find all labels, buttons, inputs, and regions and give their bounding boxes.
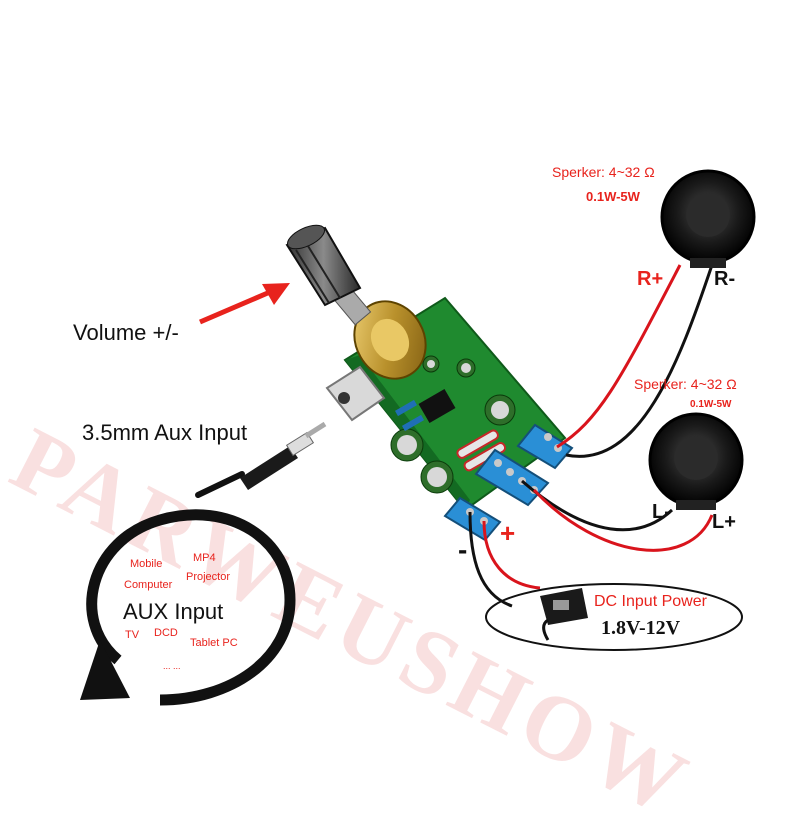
speaker-left-spec: Sperker: 4~32 Ω	[634, 376, 737, 392]
speaker-right-spec: Sperker: 4~32 Ω	[552, 164, 655, 180]
dc-voltage-label: 1.8V-12V	[601, 617, 681, 639]
power-minus-label: -	[458, 534, 468, 565]
aux-source-mobile: Mobile	[130, 558, 163, 570]
dc-power-group	[485, 583, 743, 651]
aux-cable-plug	[195, 421, 327, 498]
speaker-right-power: 0.1W-5W	[586, 189, 640, 204]
aux-circle-arrow	[80, 509, 296, 706]
aux-source-dcd: DCD	[154, 627, 178, 639]
power-plus-label: +	[500, 518, 516, 548]
speaker-left	[648, 412, 744, 510]
aux-input-title: AUX Input	[123, 599, 224, 624]
aux-source-tv: TV	[125, 629, 140, 641]
volume-arrow	[199, 283, 290, 325]
speaker-left-power: 0.1W-5W	[690, 399, 732, 410]
aux-source-projector: Projector	[186, 571, 231, 583]
speaker-right	[660, 169, 756, 268]
r-plus-label: R+	[637, 268, 664, 290]
aux-source-tablet: Tablet PC	[190, 637, 238, 649]
l-plus-label: L+	[712, 511, 736, 533]
aux-source-more: ... ...	[163, 661, 181, 671]
aux-source-computer: Computer	[124, 579, 173, 591]
l-minus-label: L-	[652, 501, 671, 523]
volume-label: Volume +/-	[73, 320, 179, 345]
r-minus-label: R-	[714, 268, 736, 290]
dc-input-label: DC Input Power	[594, 593, 707, 610]
volume-potentiometer	[328, 280, 427, 380]
volume-knob	[285, 224, 362, 307]
diagram-canvas	[80, 169, 756, 706]
aux-source-mp4: MP4	[193, 552, 216, 564]
aux-input-jack-label: 3.5mm Aux Input	[82, 420, 248, 445]
